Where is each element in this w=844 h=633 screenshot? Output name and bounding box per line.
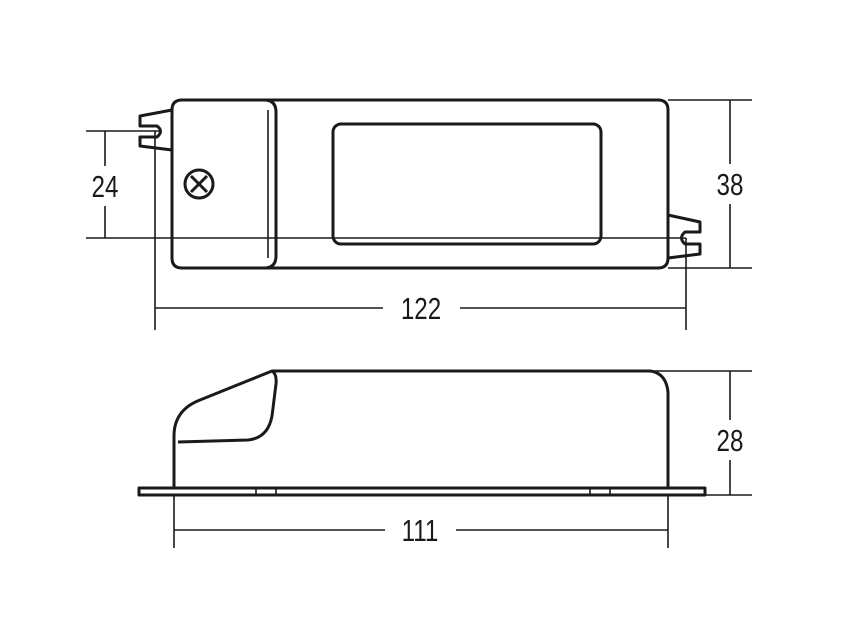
top-view-terminal-cover <box>263 98 278 270</box>
dimension-38: 38 <box>668 99 752 269</box>
dimension-24: 24 <box>86 130 686 239</box>
top-view <box>138 98 702 270</box>
side-view <box>137 369 707 497</box>
side-view-housing-outline <box>172 369 670 488</box>
side-view-plate-slots <box>255 487 611 496</box>
top-view-housing-outline <box>170 98 670 270</box>
dimension-111: 111 <box>173 495 669 548</box>
dimension-24-label: 24 <box>92 169 119 204</box>
left-mounting-lug <box>138 108 173 152</box>
side-view-terminal-cover <box>177 369 278 444</box>
screw-icon <box>183 168 215 200</box>
top-view-label-window <box>331 122 603 246</box>
dimension-38-label: 38 <box>717 167 744 202</box>
right-mounting-lug <box>667 213 702 260</box>
dimension-28-label: 28 <box>717 423 744 458</box>
dimension-111-label: 111 <box>402 513 439 548</box>
dimension-122: 122 <box>154 131 687 330</box>
dimension-28: 28 <box>650 370 752 496</box>
dimension-122-label: 122 <box>401 291 441 326</box>
side-view-base-plate <box>137 486 707 497</box>
